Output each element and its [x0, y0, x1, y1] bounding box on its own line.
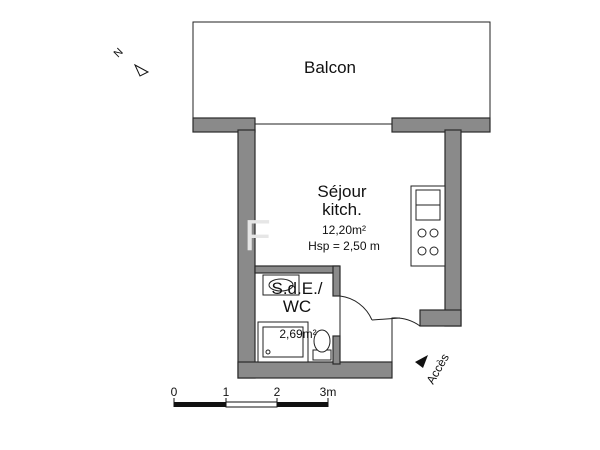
scale-segment-2: [225, 401, 278, 408]
kitchenette: [410, 185, 446, 267]
sejour-height: Hsp = 2,50 m: [308, 239, 380, 253]
burner-2: [429, 228, 439, 238]
north-indicator: N: [112, 46, 150, 77]
wall-right-bottom: [419, 309, 462, 327]
doors: [339, 295, 421, 362]
watermark-text: F: [244, 211, 271, 260]
shower-drain: [265, 349, 271, 355]
access-label: Accès: [423, 351, 451, 386]
walls: [192, 117, 491, 379]
scale-label-1: 1: [223, 385, 230, 399]
kitchen-counter: [410, 185, 446, 267]
bathroom-door: [339, 295, 373, 336]
scale-label-2: 2: [274, 385, 281, 399]
entrance-door-swing: [391, 317, 421, 362]
sejour-area: 12,20m²: [322, 223, 366, 237]
shower-tray-inner: [262, 326, 304, 358]
shower-tray: [257, 321, 309, 363]
wc-bowl: [313, 329, 331, 353]
washbasin: [262, 274, 300, 296]
wall-top-right: [391, 117, 491, 133]
washbasin-bowl: [268, 278, 294, 292]
sde-area: 2,69m²: [279, 327, 316, 341]
kitch-label: kitch.: [322, 200, 362, 219]
wc-label: WC: [283, 297, 311, 316]
scale-label-0: 0: [171, 385, 178, 399]
wall-partition-horizontal: [254, 265, 340, 274]
balcony-outline: [192, 21, 491, 125]
wall-right: [444, 129, 462, 327]
entrance-door-leaf: [371, 317, 401, 321]
wall-top-left: [192, 117, 256, 133]
sde-label: S.d.E./: [271, 279, 322, 298]
scale-segment-3: [277, 402, 328, 407]
wall-partition-vertical-top: [332, 265, 341, 297]
burner-4: [429, 246, 439, 256]
bathroom-fixtures: [257, 274, 332, 363]
wall-partition-vertical-bottom: [332, 335, 341, 365]
north-label: N: [112, 46, 126, 60]
access-arrow-icon: [415, 355, 428, 368]
burner-3: [417, 246, 427, 256]
burner-1: [417, 228, 427, 238]
north-arrow-icon: [133, 63, 150, 77]
wall-bottom: [237, 361, 393, 379]
balcon-label: Balcon: [304, 58, 356, 77]
scale-segment-1: [174, 402, 226, 407]
scale-bar: 0 1 2 3m: [171, 385, 337, 408]
scale-label-3: 3m: [320, 385, 337, 399]
sejour-label: Séjour: [317, 182, 366, 201]
access-indicator: Accès: [415, 351, 452, 387]
